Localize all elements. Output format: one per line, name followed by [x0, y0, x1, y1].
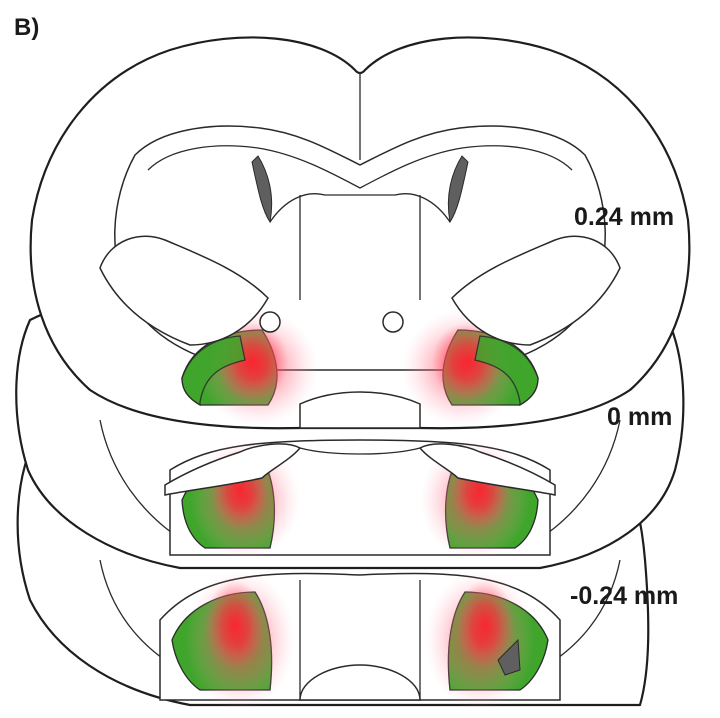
section-2-right-commissure — [418, 443, 556, 496]
section-2-left-commissure — [164, 443, 302, 496]
section-1-left-commissure — [259, 311, 281, 333]
section-1-right-commissure — [382, 311, 404, 333]
level-label-minus-0-24-mm: -0.24 mm — [570, 582, 679, 610]
level-label-0-24-mm: 0.24 mm — [574, 203, 675, 231]
section-plus-0-24 — [29, 36, 691, 430]
panel-label: B) — [14, 14, 40, 41]
section-1-left-striatum-edge — [99, 235, 269, 346]
level-label-0-mm: 0 mm — [607, 403, 673, 431]
section-1-right-striatum-edge — [451, 235, 621, 346]
section-1-ventral-midline — [299, 391, 421, 429]
